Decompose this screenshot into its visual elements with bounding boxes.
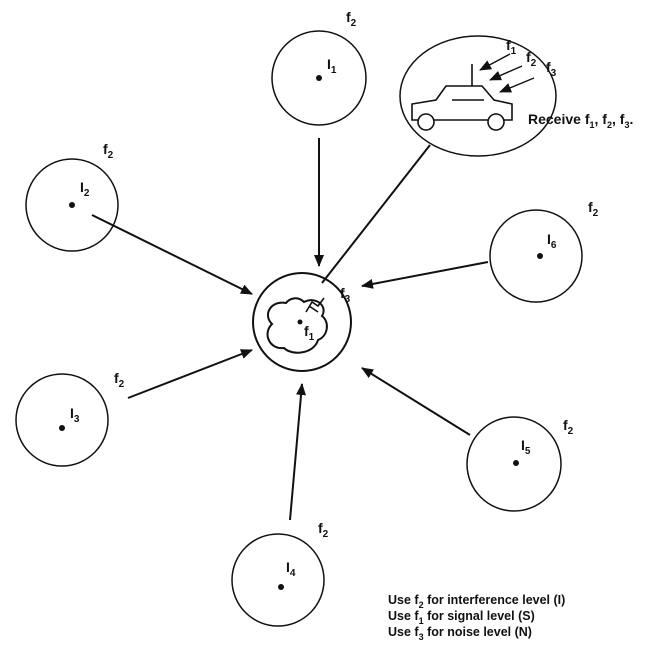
cell-i2: I2 f2: [25, 141, 119, 252]
arrow-i4: [289, 383, 307, 521]
cell-i3-label: I3: [70, 405, 80, 425]
cell-i6: I6 f2: [489, 199, 599, 303]
center-cell: f1 f3: [252, 272, 352, 372]
legend-noise: Use f3 for noise level (N): [388, 625, 532, 642]
cell-i4-freq: f2: [318, 520, 329, 540]
interference-arrows: [91, 138, 489, 521]
cell-i3-freq: f2: [114, 370, 125, 390]
link-line: [321, 144, 431, 284]
arrow-i3: [127, 349, 253, 399]
center-side-freq: f3: [340, 285, 351, 305]
receive-label: Receive f1, f2, f3.: [528, 111, 633, 130]
cell-i1-freq: f2: [346, 9, 357, 29]
legend-signal: Use f1 for signal level (S): [388, 609, 535, 626]
cell-i4-label: I4: [286, 559, 296, 579]
signal-label-f1: f1: [506, 37, 517, 57]
cell-i5-label: I5: [521, 437, 531, 457]
center-freq: f1: [304, 323, 315, 343]
arrow-i2: [91, 214, 253, 295]
cell-i5: I5 f2: [466, 416, 574, 512]
cell-i5-freq: f2: [563, 417, 574, 437]
arrow-i5: [361, 367, 471, 436]
coverage-blob: [266, 297, 328, 354]
incoming-signal-arrows: [479, 53, 535, 93]
cell-i1-label: I1: [327, 56, 337, 76]
vehicle-bubble: f1 f2 f3 Receive f1, f2, f3.: [399, 35, 633, 157]
cell-i6-label: I6: [547, 231, 557, 251]
car-icon: [411, 64, 513, 131]
signal-label-f3: f3: [546, 59, 557, 79]
cell-i2-label: I2: [80, 179, 90, 199]
arrow-i6: [361, 261, 489, 289]
legend: Use f2 for interference level (I) Use f1…: [388, 593, 565, 642]
cell-i1: I1 f2: [271, 9, 367, 126]
signal-label-f2: f2: [526, 49, 537, 69]
cell-i4: I4 f2: [231, 520, 329, 627]
cell-i2-freq: f2: [103, 141, 114, 161]
antenna-icon: [305, 297, 325, 313]
legend-interference: Use f2 for interference level (I): [388, 593, 565, 610]
cell-i6-freq: f2: [588, 199, 599, 219]
cell-i3: I3 f2: [15, 370, 125, 467]
